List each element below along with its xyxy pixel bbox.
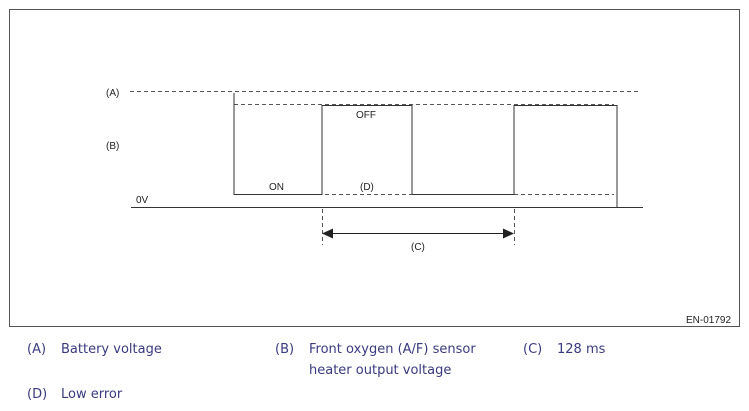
label-b: (B) — [106, 141, 119, 152]
legend-key: (A) — [27, 342, 47, 357]
legend-key: (D) — [27, 387, 48, 402]
label-c: (C) — [411, 242, 425, 253]
label-d: (D) — [360, 182, 374, 193]
legend-desc: Low error — [61, 387, 123, 402]
figure-code: EN-01792 — [686, 315, 731, 326]
legend-desc-line2: heater output voltage — [309, 363, 452, 378]
legend-key: (B) — [275, 342, 295, 357]
legend-desc: Front oxygen (A/F) sensor — [309, 342, 476, 357]
legend-desc: 128 ms — [557, 342, 606, 357]
label-on: ON — [269, 182, 284, 193]
waveform-diagram: (A) (B) 0V OFF ON (D) (C) EN-01792 — [9, 9, 740, 327]
legend-desc: Battery voltage — [61, 342, 162, 357]
label-a: (A) — [106, 88, 119, 99]
period-arrowhead-left — [322, 228, 333, 239]
heater-output-waveform — [233, 93, 618, 208]
period-arrowhead-right — [503, 228, 514, 239]
legend-key: (C) — [523, 342, 543, 357]
diagram-frame — [9, 9, 740, 327]
label-off: OFF — [356, 110, 376, 121]
label-zero-volt: 0V — [136, 195, 149, 206]
